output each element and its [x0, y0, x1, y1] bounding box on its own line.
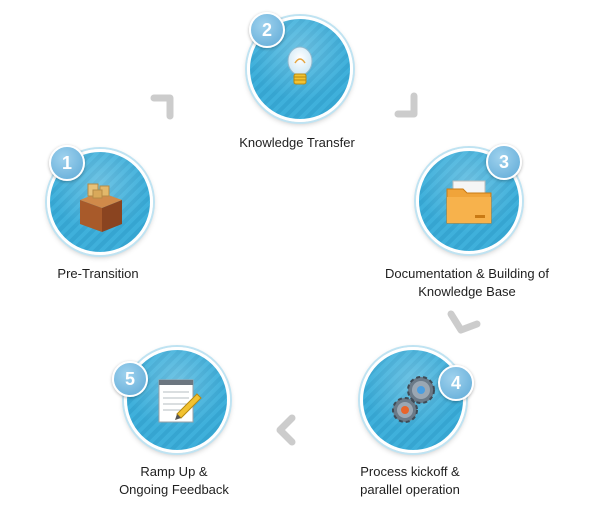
step-5-label: Ramp Up & Ongoing Feedback [119, 464, 229, 497]
step-5-disc [124, 347, 230, 453]
arrow-4-to-5-icon [276, 414, 296, 446]
folder-icon [446, 180, 492, 224]
step-2-label: Knowledge Transfer [239, 135, 355, 150]
arrow-2-to-3-icon [394, 92, 418, 118]
step-5-number-badge: 5 [112, 361, 148, 397]
step-4-label: Process kickoff & parallel operation [360, 464, 460, 497]
notepad-icon [158, 379, 202, 423]
step-1-label: Pre-Transition [57, 266, 139, 281]
arrow-1-to-2-icon [150, 94, 174, 120]
box-icon [80, 183, 122, 232]
step-3-label: Documentation & Building of Knowledge Ba… [384, 266, 550, 299]
step-4-number-badge: 4 [438, 365, 474, 401]
step-1-number-badge: 1 [49, 145, 85, 181]
step-2-number-badge: 2 [249, 12, 285, 48]
step-4-disc [360, 347, 466, 453]
lightbulb-icon [287, 46, 313, 85]
gears-icon [392, 376, 435, 423]
step-3-number-badge: 3 [486, 144, 522, 180]
arrow-3-to-4-icon [447, 310, 481, 334]
